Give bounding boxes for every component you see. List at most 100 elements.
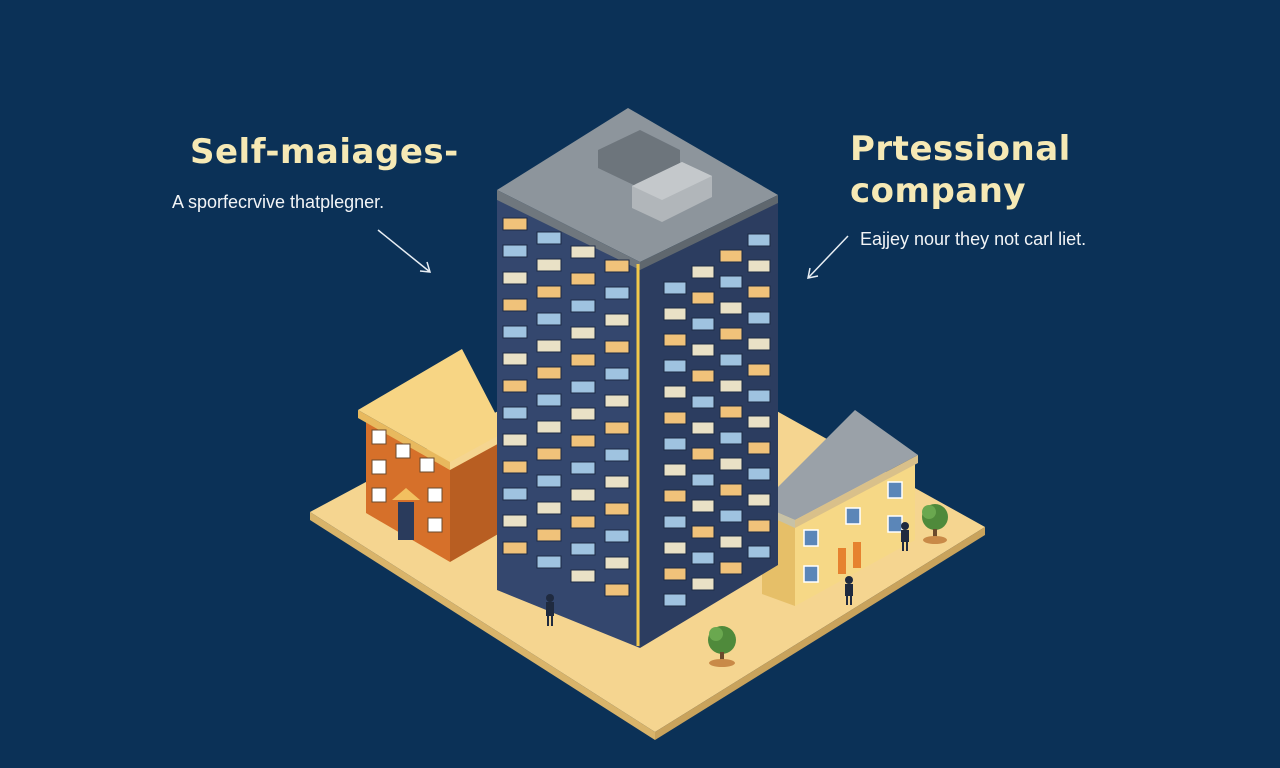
tower-window (663, 463, 687, 477)
left-title-text: Self-maiages- (190, 132, 459, 172)
tower-window (719, 275, 743, 289)
tower-window (570, 542, 596, 556)
tower-window (570, 434, 596, 448)
left-subtitle: A sporfecrvive thatplegner. (172, 192, 384, 213)
tower-window (747, 519, 771, 533)
tower-window (719, 535, 743, 549)
right-subtitle-text: Eajjey nour they not carl liet. (860, 229, 1087, 249)
yellow-building (760, 410, 918, 606)
tower-window (536, 420, 562, 434)
tower-window (663, 489, 687, 503)
tower-window (604, 502, 630, 516)
tower-window (536, 258, 562, 272)
tower-window (570, 353, 596, 367)
tower-window (502, 298, 528, 312)
tower-window (502, 352, 528, 366)
person-icon (546, 594, 554, 626)
tower-window (604, 529, 630, 543)
tower-window (502, 460, 528, 474)
right-title: Prtessional company (850, 128, 1110, 212)
tower-window (502, 244, 528, 258)
tower-window (719, 327, 743, 341)
tower-window (502, 487, 528, 501)
tower-window (536, 366, 562, 380)
tower-window (663, 541, 687, 555)
tower-window (663, 437, 687, 451)
tower-window (502, 433, 528, 447)
left-subtitle-text: A sporfecrvive thatplegner. (172, 192, 385, 212)
tower-window (691, 265, 715, 279)
tower-window (502, 541, 528, 555)
tower-window (719, 431, 743, 445)
tower-window (691, 395, 715, 409)
tower-window (691, 369, 715, 383)
tower-window (719, 249, 743, 263)
tower-window (747, 493, 771, 507)
tower-window (502, 217, 528, 231)
tower-window (570, 488, 596, 502)
tower-window (747, 259, 771, 273)
tower-window (570, 326, 596, 340)
tower-windows (502, 217, 771, 607)
tower-window (691, 421, 715, 435)
tower-window (663, 359, 687, 373)
tower-window (604, 475, 630, 489)
tower-window (536, 474, 562, 488)
tower-window (747, 233, 771, 247)
tower-window (604, 448, 630, 462)
tower-window (719, 561, 743, 575)
person-icon (901, 522, 909, 551)
tower-window (570, 245, 596, 259)
left-title: Self-maiages- (190, 132, 459, 172)
tower-window (570, 461, 596, 475)
tower-window (663, 307, 687, 321)
tower-window (604, 421, 630, 435)
tower-window (747, 415, 771, 429)
right-subtitle: Eajjey nour they not carl liet. (860, 229, 1086, 250)
tower-window (691, 317, 715, 331)
tower-window (502, 514, 528, 528)
tower-window (604, 313, 630, 327)
tower-window (536, 528, 562, 542)
tower-window (719, 509, 743, 523)
tower-window (719, 405, 743, 419)
tower-window (747, 311, 771, 325)
tower-window (691, 577, 715, 591)
tower-window (691, 343, 715, 357)
tower-window (719, 483, 743, 497)
person-icon (845, 576, 853, 605)
tower-window (663, 593, 687, 607)
tower-window (570, 380, 596, 394)
tower-window (536, 501, 562, 515)
tower-window (747, 389, 771, 403)
tower-window (719, 379, 743, 393)
tower-window (570, 272, 596, 286)
tower-window (570, 569, 596, 583)
tower-window (747, 363, 771, 377)
tower-window (604, 340, 630, 354)
tower-window (747, 545, 771, 559)
tower-window (747, 467, 771, 481)
tower-window (691, 551, 715, 565)
tower-window (570, 515, 596, 529)
tower-window (747, 441, 771, 455)
tower-window (719, 353, 743, 367)
tower-window (604, 556, 630, 570)
tower-window (502, 271, 528, 285)
tower-window (536, 285, 562, 299)
tower-window (747, 285, 771, 299)
tower-window (536, 447, 562, 461)
tower-window (604, 583, 630, 597)
arrow-down-left-icon (807, 235, 849, 279)
tower-window (719, 301, 743, 315)
tower-window (502, 325, 528, 339)
tower-window (570, 407, 596, 421)
tower-window (536, 231, 562, 245)
tower-window (691, 473, 715, 487)
tower-window (663, 411, 687, 425)
tower-window (502, 406, 528, 420)
tower-window (691, 525, 715, 539)
tower-window (719, 457, 743, 471)
tower-window (747, 337, 771, 351)
